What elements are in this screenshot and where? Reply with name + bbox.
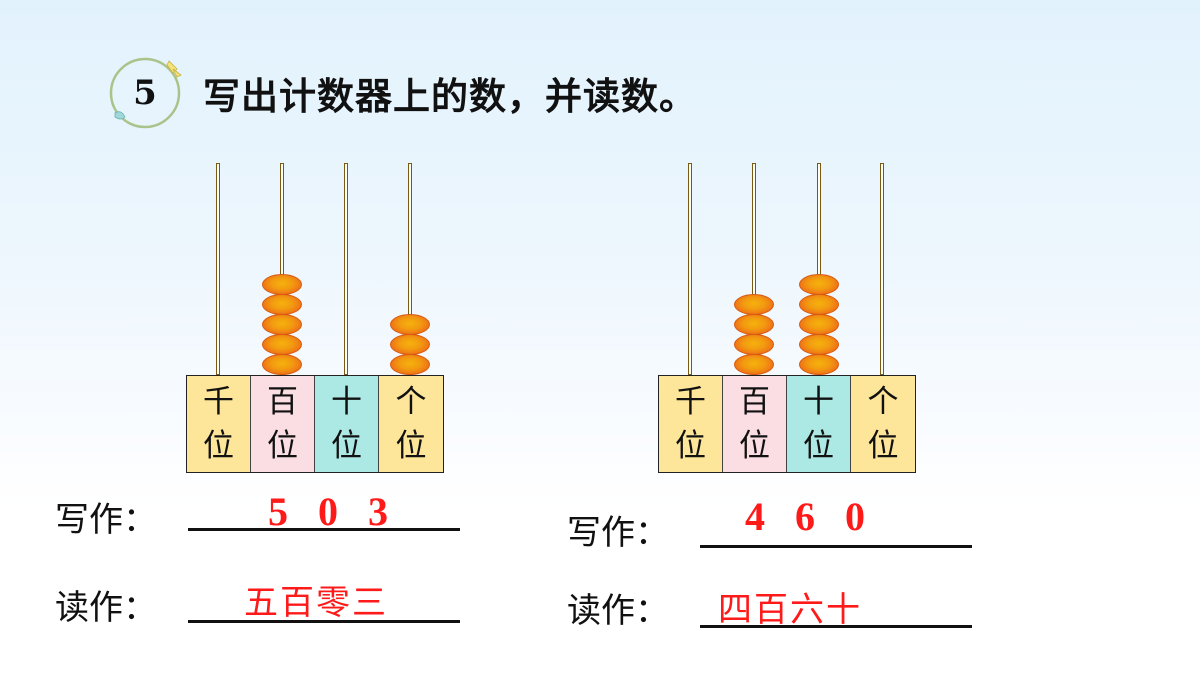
bead	[390, 334, 430, 355]
abacus-right: 千 位 百 位 十 位 个 位	[658, 151, 918, 473]
write-label-left: 写作：	[55, 500, 157, 540]
rod-tens	[344, 163, 348, 375]
place-label: 位	[267, 428, 298, 464]
abacus-left: 千 位 百 位 十 位 个 位	[186, 151, 446, 473]
read-answer-right: 四百六十	[718, 590, 862, 630]
bead	[799, 334, 839, 355]
place-ones: 个 位	[379, 376, 443, 472]
read-blank-left	[188, 620, 460, 623]
read-label-left: 读作：	[55, 588, 157, 628]
write-label-right: 写作：	[567, 513, 669, 553]
place-label: 百	[739, 384, 770, 420]
rod-thousands	[688, 163, 692, 375]
place-label: 十	[803, 384, 834, 420]
bead	[262, 314, 302, 335]
place-label: 位	[203, 428, 234, 464]
read-blank-right	[700, 625, 972, 628]
place-label: 千	[203, 384, 234, 420]
bead	[262, 294, 302, 315]
bead	[799, 354, 839, 375]
place-thousands: 千 位	[187, 376, 251, 472]
place-hundreds: 百 位	[723, 376, 787, 472]
bead	[390, 354, 430, 375]
place-label: 位	[803, 428, 834, 464]
bead	[734, 334, 774, 355]
read-label-right: 读作：	[567, 591, 669, 631]
place-label: 位	[739, 428, 770, 464]
bead	[390, 314, 430, 335]
place-label: 十	[331, 384, 362, 420]
question-title: 写出计数器上的数，并读数。	[203, 75, 697, 118]
place-value-labels: 千 位 百 位 十 位 个 位	[658, 375, 916, 473]
written-answer-right: 460	[745, 494, 895, 539]
place-label: 个	[395, 384, 427, 420]
bead	[799, 274, 839, 295]
write-blank-left	[188, 528, 460, 531]
place-label: 位	[331, 428, 362, 464]
place-value-labels: 千 位 百 位 十 位 个 位	[186, 375, 444, 473]
bead	[262, 334, 302, 355]
written-answer-left: 503	[268, 489, 418, 534]
place-label: 位	[395, 428, 427, 464]
place-thousands: 千 位	[659, 376, 723, 472]
place-label: 千	[675, 384, 706, 420]
question-number: 5	[133, 73, 157, 113]
place-ones: 个 位	[851, 376, 915, 472]
bead	[799, 294, 839, 315]
bead	[799, 314, 839, 335]
place-label: 个	[867, 384, 899, 420]
bead	[262, 274, 302, 295]
rod-thousands	[216, 163, 220, 375]
bead	[262, 354, 302, 375]
place-tens: 十 位	[315, 376, 379, 472]
bead	[734, 314, 774, 335]
rod-ones	[880, 163, 884, 375]
place-hundreds: 百 位	[251, 376, 315, 472]
question-number-badge: 5	[107, 55, 183, 131]
place-label: 位	[675, 428, 706, 464]
place-label: 位	[867, 428, 899, 464]
place-tens: 十 位	[787, 376, 851, 472]
bead	[734, 294, 774, 315]
bead	[734, 354, 774, 375]
write-blank-right	[700, 545, 972, 548]
read-answer-left: 五百零三	[244, 583, 388, 623]
place-label: 百	[267, 384, 298, 420]
decorative-ring-icon	[109, 57, 182, 129]
